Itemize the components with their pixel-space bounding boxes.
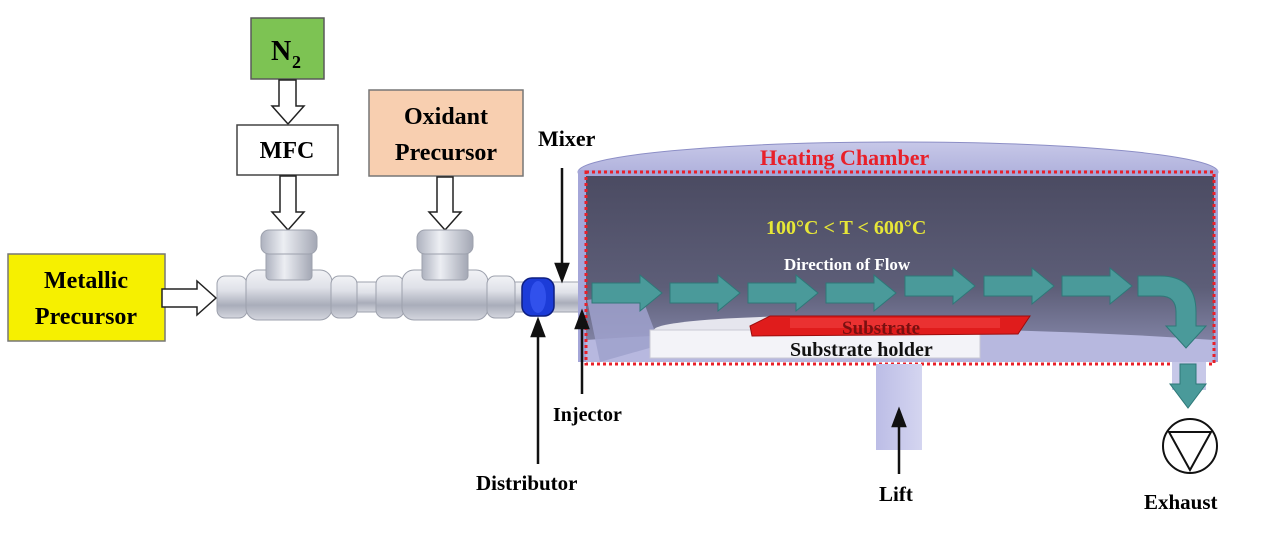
substrate — [749, 315, 1031, 337]
flow-arrows — [591, 266, 1208, 409]
flow-arrow-bend — [1137, 275, 1208, 349]
metallic-label-line2: Precursor — [35, 304, 138, 330]
flow-arrow-4 — [825, 273, 897, 313]
mfc-label: MFC — [260, 138, 315, 164]
metallic-label-line1: Metallic — [44, 268, 128, 294]
flow-arrow-1 — [591, 273, 663, 313]
exhaust-label: Exhaust — [1144, 490, 1218, 514]
oxidant-to-fitting-arrow — [427, 176, 463, 232]
mfc-to-fitting-arrow — [270, 175, 306, 232]
flow-arrow-2 — [669, 273, 741, 313]
direction-of-flow-label: Direction of Flow — [784, 255, 911, 274]
flow-arrow-7 — [1061, 266, 1133, 306]
n2-subscript: 2 — [292, 52, 301, 72]
flow-arrow-6 — [983, 266, 1055, 306]
flow-arrow-3 — [747, 273, 819, 313]
temperature-range-label: 100°C < T < 600°C — [766, 217, 926, 239]
oxidant-label-line1: Oxidant — [404, 104, 488, 130]
mixer-label: Mixer — [538, 126, 596, 151]
metallic-precursor-box: Metallic Precursor — [7, 253, 166, 342]
distributor-ring — [521, 277, 555, 317]
injector-label: Injector — [553, 404, 622, 426]
substrate-label: Substrate — [842, 318, 920, 339]
lift-label: Lift — [879, 482, 913, 506]
gas-line-piping — [216, 229, 588, 321]
flow-arrow-5 — [904, 266, 976, 306]
n2-label: N — [271, 36, 291, 67]
oxidant-label-line2: Precursor — [395, 140, 498, 166]
n2-box: N 2 — [250, 17, 325, 80]
flow-arrow-exhaust — [1169, 363, 1207, 409]
pointer-arrows — [530, 168, 907, 474]
n2-to-mfc-arrow — [270, 79, 306, 126]
distributor-label: Distributor — [476, 471, 578, 495]
heating-chamber-label: Heating Chamber — [760, 145, 930, 170]
mfc-box: MFC — [236, 124, 339, 176]
metallic-to-pipe-arrow — [161, 279, 218, 317]
oxidant-precursor-box: Oxidant Precursor — [368, 89, 524, 177]
substrate-holder-label: Substrate holder — [790, 339, 933, 361]
exhaust-pump-icon — [1162, 418, 1218, 474]
